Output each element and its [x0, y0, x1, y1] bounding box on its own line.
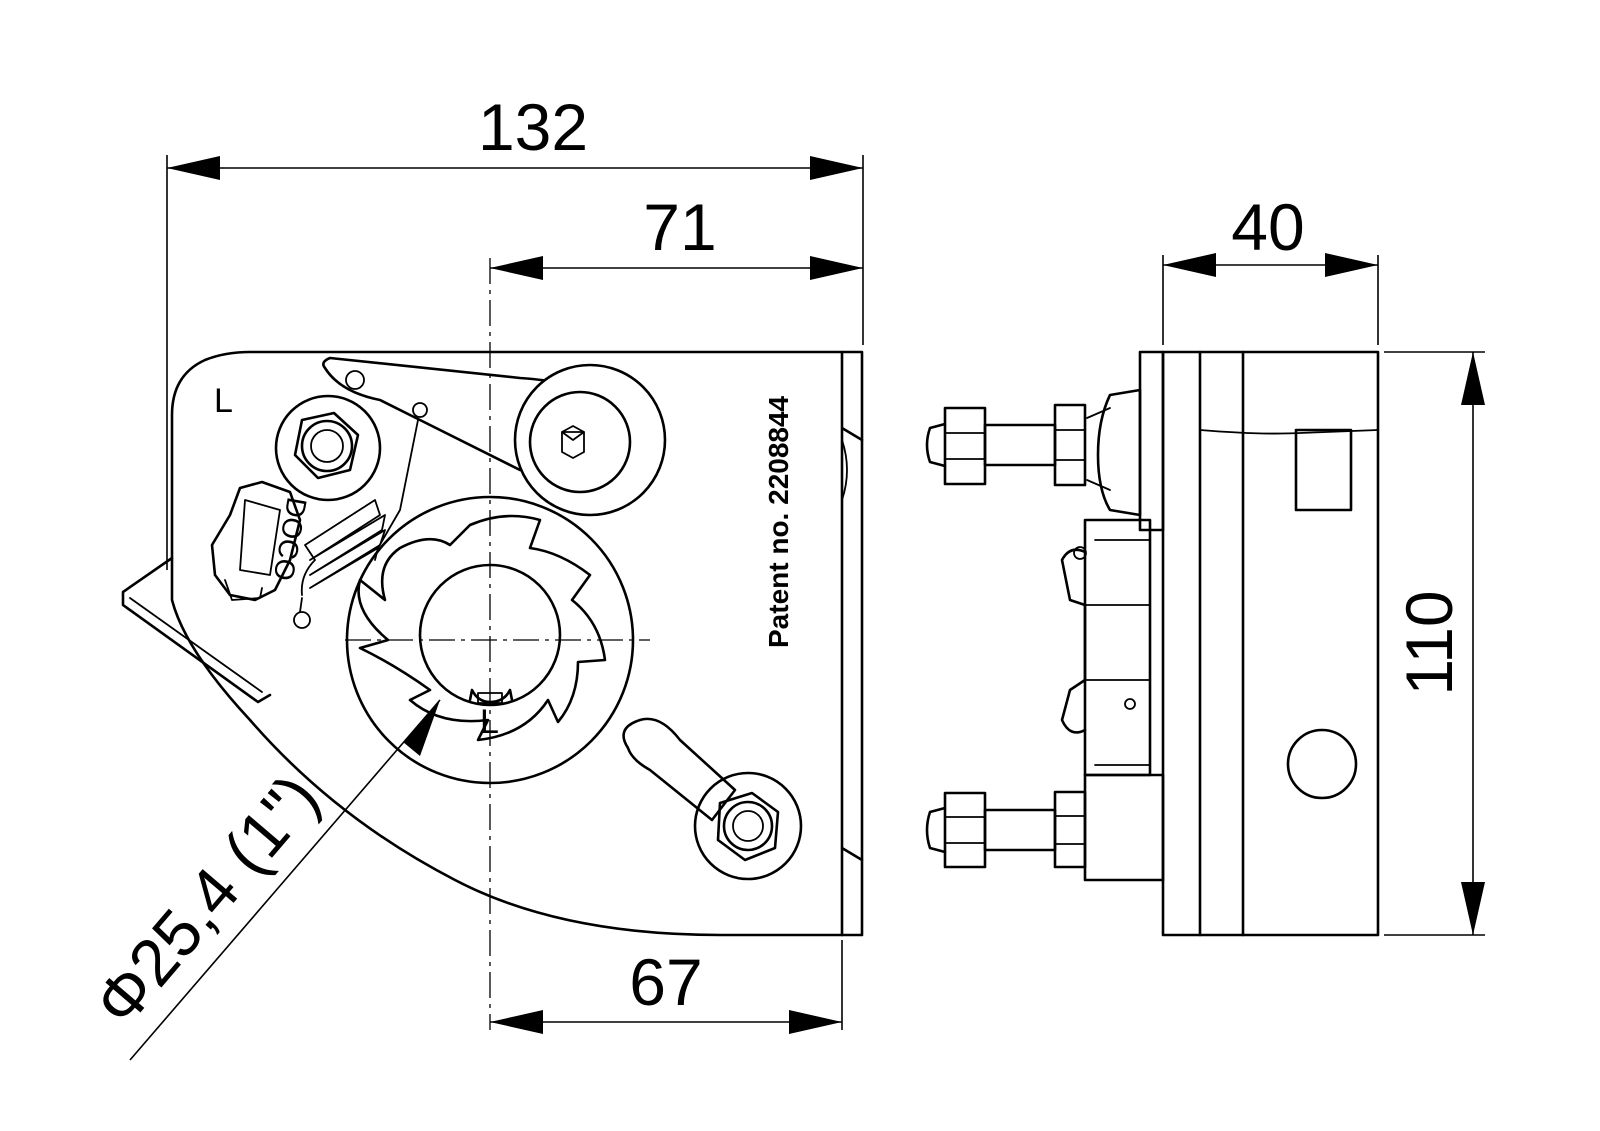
top-nut-bore [300, 419, 354, 473]
side-hole [1286, 728, 1358, 800]
roller-outer [513, 363, 667, 517]
bottom-nut-icon [716, 791, 780, 862]
dim-line-diameter [129, 699, 441, 1061]
bottom-bolt [925, 790, 1087, 869]
front-housing-outline [170, 350, 864, 937]
roller-inner [528, 390, 632, 494]
lever-pin [345, 370, 365, 390]
side-cam-profile [1060, 548, 1087, 734]
side-view [925, 350, 1380, 937]
dim-110: 110 [1392, 590, 1466, 695]
tension-spring [300, 419, 419, 596]
side-mark-top: L [214, 382, 233, 420]
dim-40: 40 [1231, 190, 1304, 264]
side-main-body [1161, 350, 1380, 937]
top-bolt [925, 403, 1087, 487]
bottom-washer [693, 771, 803, 881]
front-right-rail [840, 350, 864, 937]
dim-67: 67 [629, 945, 702, 1019]
front-view: DOCO L L Patent no. 2208844 [121, 258, 864, 1030]
patent-label: Patent no. 2208844 [763, 395, 794, 648]
side-left-plate [1138, 350, 1165, 532]
dim-diameter: Φ25,4 (1") [79, 760, 332, 1039]
side-dimensions: 40 110 [1162, 190, 1485, 936]
ratchet-gear [357, 514, 607, 742]
front-left-wedge [121, 556, 272, 704]
dim-132: 132 [478, 90, 588, 164]
bottom-slot [622, 717, 737, 822]
side-pin-block [1294, 428, 1353, 512]
top-clamp-block [1096, 388, 1142, 517]
dim-71: 71 [643, 190, 716, 264]
hex-socket-icon [561, 425, 585, 459]
top-washer [274, 394, 382, 502]
top-nut-icon [293, 411, 360, 480]
latch-block [210, 480, 302, 602]
